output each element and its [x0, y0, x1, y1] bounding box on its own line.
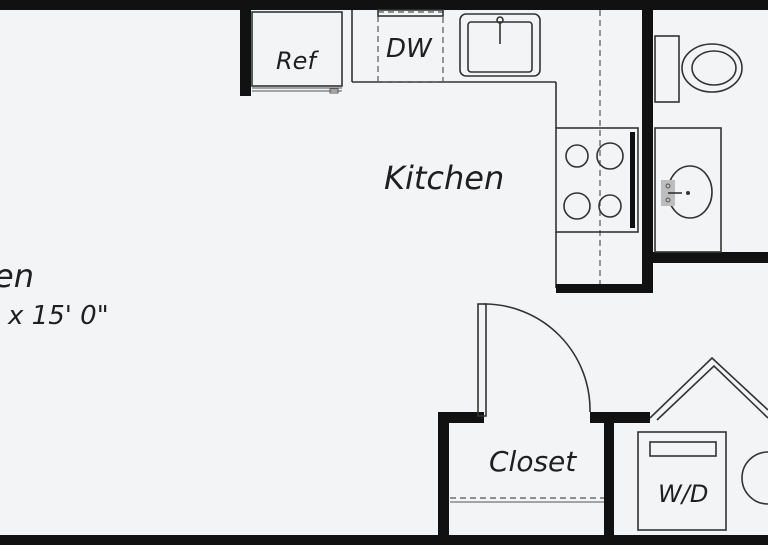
wd-label: W/D [658, 480, 708, 508]
kitchen-sink [459, 13, 541, 77]
closet-door [477, 303, 591, 417]
closet-top-wall-left [438, 412, 484, 423]
toilet [654, 35, 743, 103]
ref-label: Ref [276, 47, 319, 75]
room-name-label: en [0, 257, 34, 295]
bathroom-bottom-wall [642, 252, 768, 263]
top-wall [0, 0, 768, 10]
bathroom-wall [642, 10, 653, 293]
kitchen-label: Kitchen [384, 159, 504, 197]
fridge-side-wall [240, 10, 251, 96]
closet-right-wall [604, 412, 614, 537]
refrigerator [251, 11, 343, 94]
bifold-doors [649, 356, 768, 421]
stove [555, 127, 639, 233]
bottom-wall [0, 535, 768, 545]
dishwasher [377, 9, 444, 83]
closet-top-wall-right [590, 412, 650, 423]
room-dims-label: x 15' 0" [7, 301, 109, 331]
closet-left-wall [438, 412, 449, 537]
dw-label: DW [386, 34, 433, 64]
kitchen-bottom-wall [556, 284, 652, 293]
closet-label: Closet [489, 445, 577, 478]
washer-dryer [637, 431, 768, 531]
bathroom-vanity [654, 127, 722, 253]
